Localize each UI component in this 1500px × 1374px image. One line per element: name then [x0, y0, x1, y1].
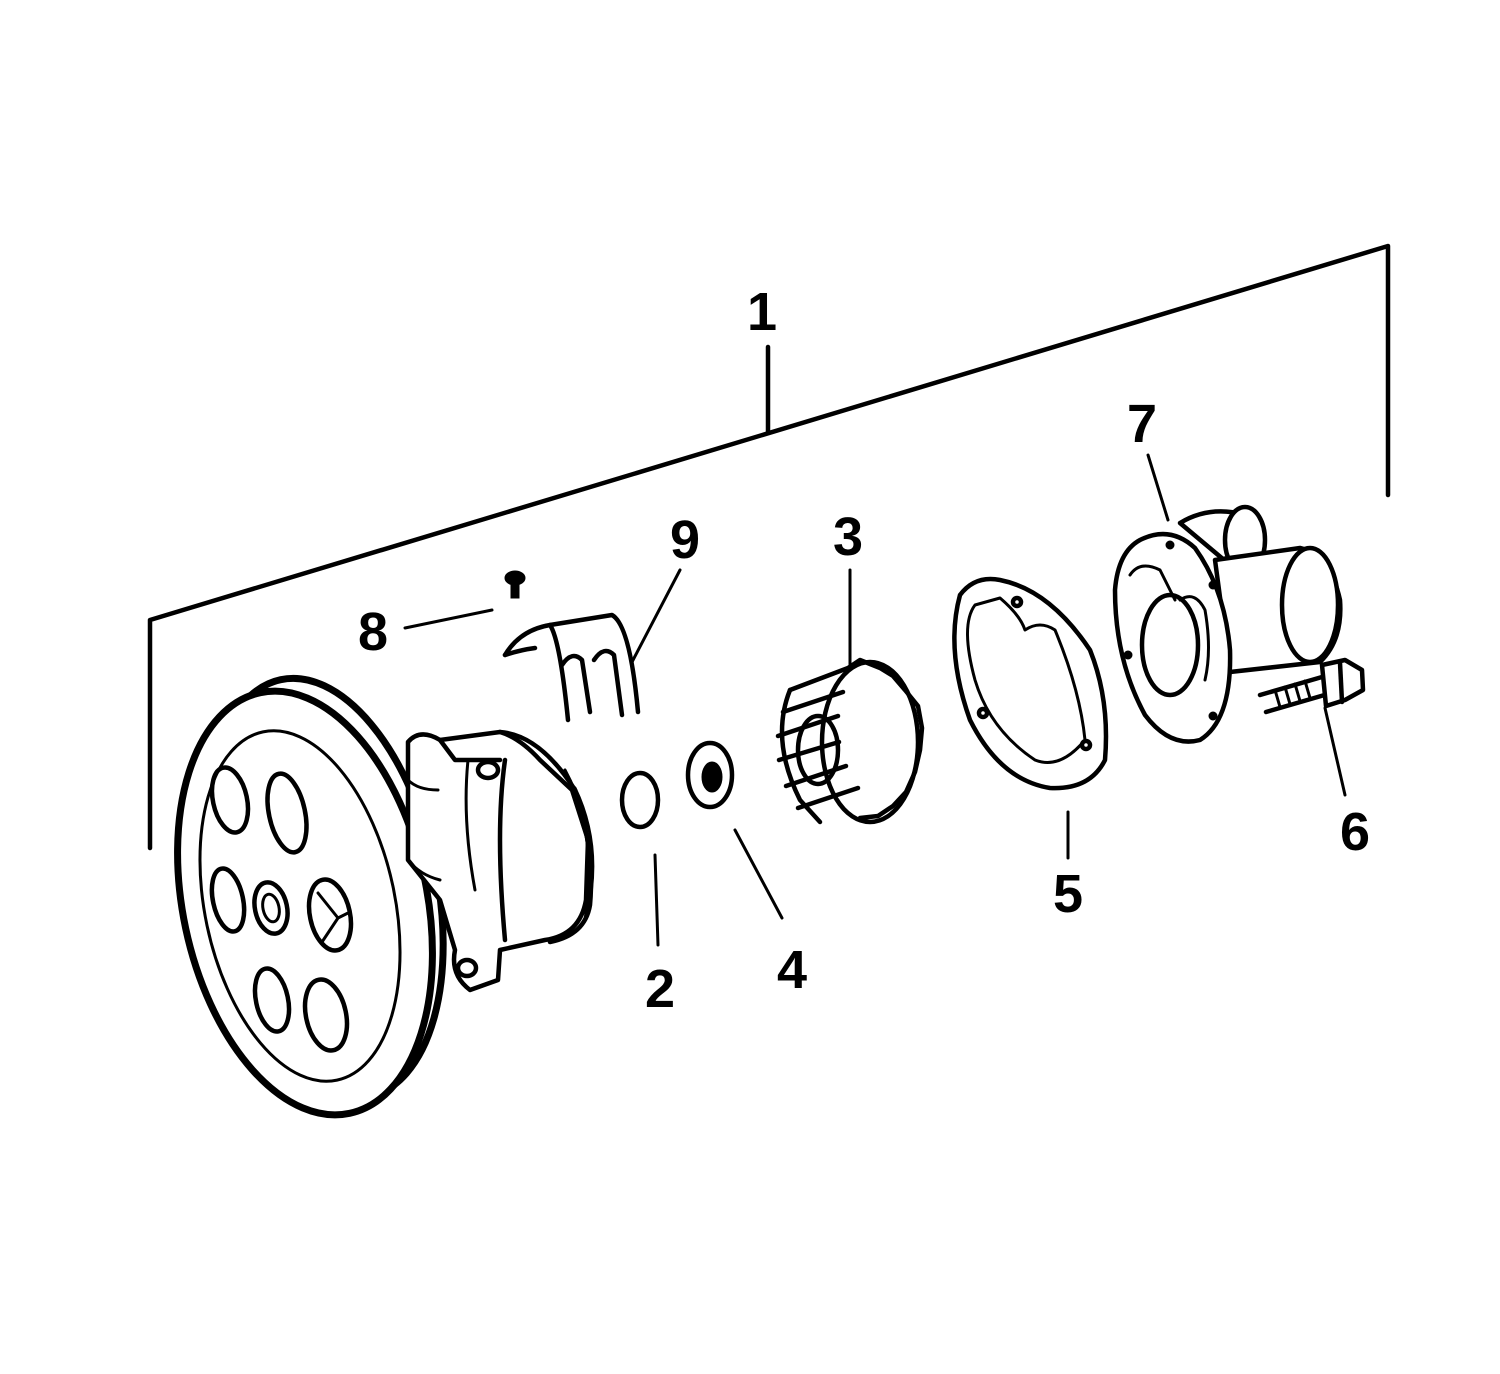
- o-ring-part-2: [619, 770, 661, 830]
- pulley-hub-inner: [261, 892, 281, 924]
- screw-part-8: [504, 570, 526, 599]
- pump-cover-part-7: [1112, 504, 1343, 744]
- gasket-part-5: [952, 576, 1109, 791]
- bolt-part-6: [1257, 657, 1366, 715]
- pulley-hole: [302, 977, 350, 1053]
- assembly-bracket: [147, 243, 1391, 851]
- impeller-part-3: [775, 657, 925, 825]
- wear-plate-part-9: [502, 612, 641, 723]
- callout-labels: 1 2 3 4 5 6 7 8 9: [358, 282, 1370, 1019]
- callout-9: 9: [670, 510, 700, 570]
- callout-1: 1: [747, 282, 777, 342]
- pulley-hub: [252, 880, 290, 936]
- callout-7: 7: [1127, 394, 1157, 454]
- pump-body: [405, 729, 595, 993]
- pulley-hole: [209, 765, 251, 835]
- leader-lines: [403, 453, 1347, 947]
- pulley-hole: [209, 866, 247, 934]
- pulley: [174, 674, 447, 1119]
- callout-2: 2: [645, 959, 675, 1019]
- callout-3: 3: [833, 507, 863, 567]
- callout-8: 8: [358, 602, 388, 662]
- callout-5: 5: [1053, 864, 1083, 924]
- callout-6: 6: [1340, 802, 1370, 862]
- pulley-hole: [252, 966, 292, 1034]
- seal-washer-part-4: [685, 740, 735, 810]
- pulley-hole: [265, 771, 309, 855]
- callout-4: 4: [777, 940, 807, 1000]
